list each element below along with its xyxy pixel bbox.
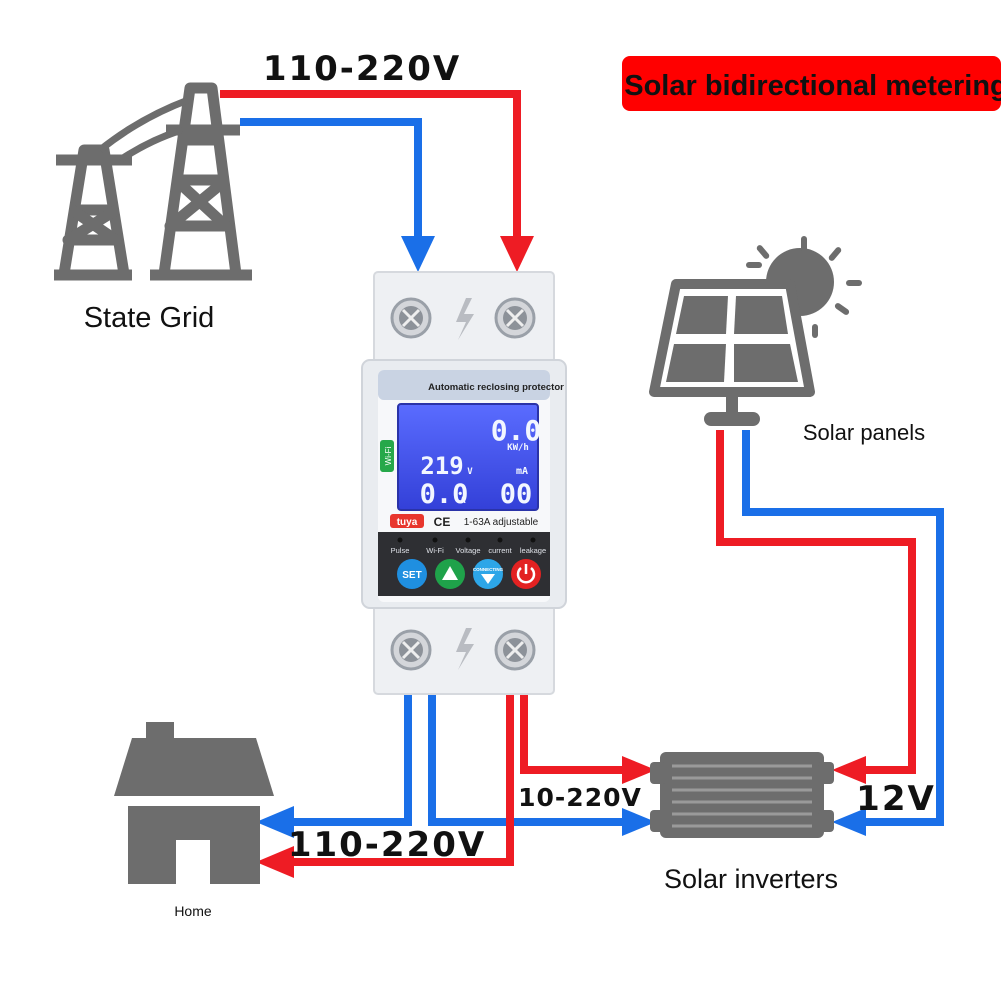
indicator-leakage: leakage — [520, 546, 546, 555]
panel-live-arrow — [832, 756, 866, 784]
banner-background — [622, 56, 1001, 111]
banner-text: Solar bidirectional metering — [624, 70, 1001, 102]
grid-voltage-label: 110-220V — [263, 49, 461, 89]
lcd-leak-unit: mA — [516, 466, 528, 477]
inverter-voltage-label: 10-220V — [518, 783, 642, 812]
lcd-leak: 00 — [500, 479, 533, 510]
indicator-pulse: Pulse — [391, 546, 410, 555]
wires — [220, 90, 944, 878]
indicator-voltage: Voltage — [455, 546, 480, 555]
grid-live-wire — [220, 90, 521, 240]
device-title: Automatic reclosing protector — [428, 382, 564, 393]
home-neutral-arrow — [256, 806, 294, 838]
lcd-current-unit: A — [460, 496, 466, 506]
ce-mark: CE — [434, 515, 451, 529]
wifi-badge — [380, 440, 394, 472]
home-live-arrow — [256, 846, 294, 878]
state-grid-label: State Grid — [84, 302, 215, 334]
home-voltage-label: 110-220V — [288, 825, 486, 865]
power-icon — [516, 567, 536, 584]
down-arrow-icon — [481, 574, 495, 584]
grid-neutral-wire — [240, 118, 422, 240]
lcd-voltage: 219 — [420, 452, 463, 480]
lcd-display — [397, 403, 539, 511]
solar-inverters-label: Solar inverters — [664, 864, 838, 894]
reclosing-protector-device: Automatic reclosing protector Wi-Fi 0.0 — [361, 271, 567, 695]
connecting-down-button[interactable]: CONNECTING — [473, 559, 504, 589]
lcd-voltage-unit: V — [467, 467, 473, 477]
rating-text: 1-63A adjustable — [464, 517, 539, 528]
inverter-live-wire — [520, 692, 625, 774]
tuya-logo — [390, 514, 424, 528]
panel-voltage-label: 12V — [856, 779, 936, 819]
grid-live-arrow — [500, 236, 534, 272]
indicator-leds — [397, 537, 536, 543]
home-icon — [114, 722, 274, 884]
power-tower-icon — [54, 82, 252, 281]
inverter-neutral-arrow — [622, 808, 656, 836]
title-banner: Solar bidirectional metering — [622, 56, 1001, 111]
home-label: Home — [174, 903, 212, 919]
inverter-live-arrow — [622, 756, 656, 784]
connecting-label: CONNECTING — [473, 567, 504, 572]
set-button-label: SET — [402, 570, 421, 581]
home-live-wire — [290, 692, 514, 866]
panel-live-wire — [716, 430, 916, 774]
up-button[interactable] — [435, 559, 465, 589]
top-terminals — [390, 297, 536, 340]
power-button[interactable] — [511, 559, 541, 589]
inverter-neutral-wire — [428, 692, 625, 826]
lcd-energy: 0.0 — [491, 414, 542, 447]
home-neutral-wire — [290, 692, 412, 826]
solar-inverter-icon — [650, 752, 834, 838]
indicator-current: current — [488, 546, 512, 555]
lightning-icon-bottom — [456, 628, 474, 670]
indicator-wifi: Wi-Fi — [426, 546, 444, 555]
panel-neutral-arrow — [832, 808, 866, 836]
lcd-energy-unit: KW/h — [507, 443, 529, 453]
wifi-badge-text: Wi-Fi — [384, 446, 393, 465]
set-button[interactable]: SET — [397, 559, 427, 589]
solar-panel-icon — [649, 236, 862, 426]
brand-text: tuya — [397, 517, 418, 528]
grid-neutral-arrow — [401, 236, 435, 272]
solar-panels-label: Solar panels — [803, 420, 925, 445]
lightning-icon — [456, 298, 474, 340]
panel-neutral-wire — [742, 430, 944, 826]
up-arrow-icon — [442, 566, 458, 580]
lcd-current: 0.0 — [420, 479, 469, 510]
bottom-terminals — [390, 628, 536, 671]
